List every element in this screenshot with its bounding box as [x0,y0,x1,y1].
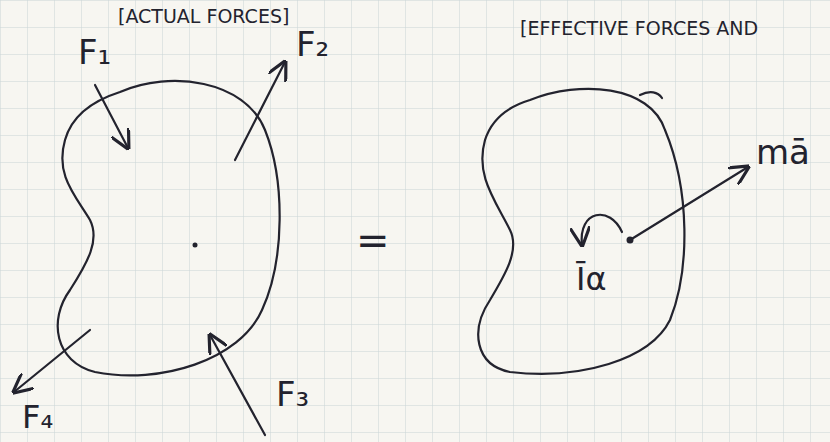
rigid-body-outline [58,81,280,375]
force-arrow [95,85,128,148]
moment-arrow [582,215,622,245]
force-label: F₃ [276,376,309,413]
force-label: F₄ [22,400,53,435]
force-arrow [14,330,90,392]
inertia-label: mā [756,134,810,171]
inertia-vector [630,167,748,240]
mass-center [627,237,634,244]
force-arrow [235,62,285,160]
mass-center [193,243,198,248]
note-label: [ACTUAL FORCES] [118,6,289,27]
equals-sign: = [356,218,390,262]
force-arrow [210,335,265,435]
rigid-body-outline [478,89,684,374]
force-label: F₂ [296,26,329,63]
note-label: [EFFECTIVE FORCES AND [520,18,758,39]
force-label: F₁ [78,34,111,71]
outline-tail [640,92,662,98]
moment-label: Īα [576,262,607,297]
